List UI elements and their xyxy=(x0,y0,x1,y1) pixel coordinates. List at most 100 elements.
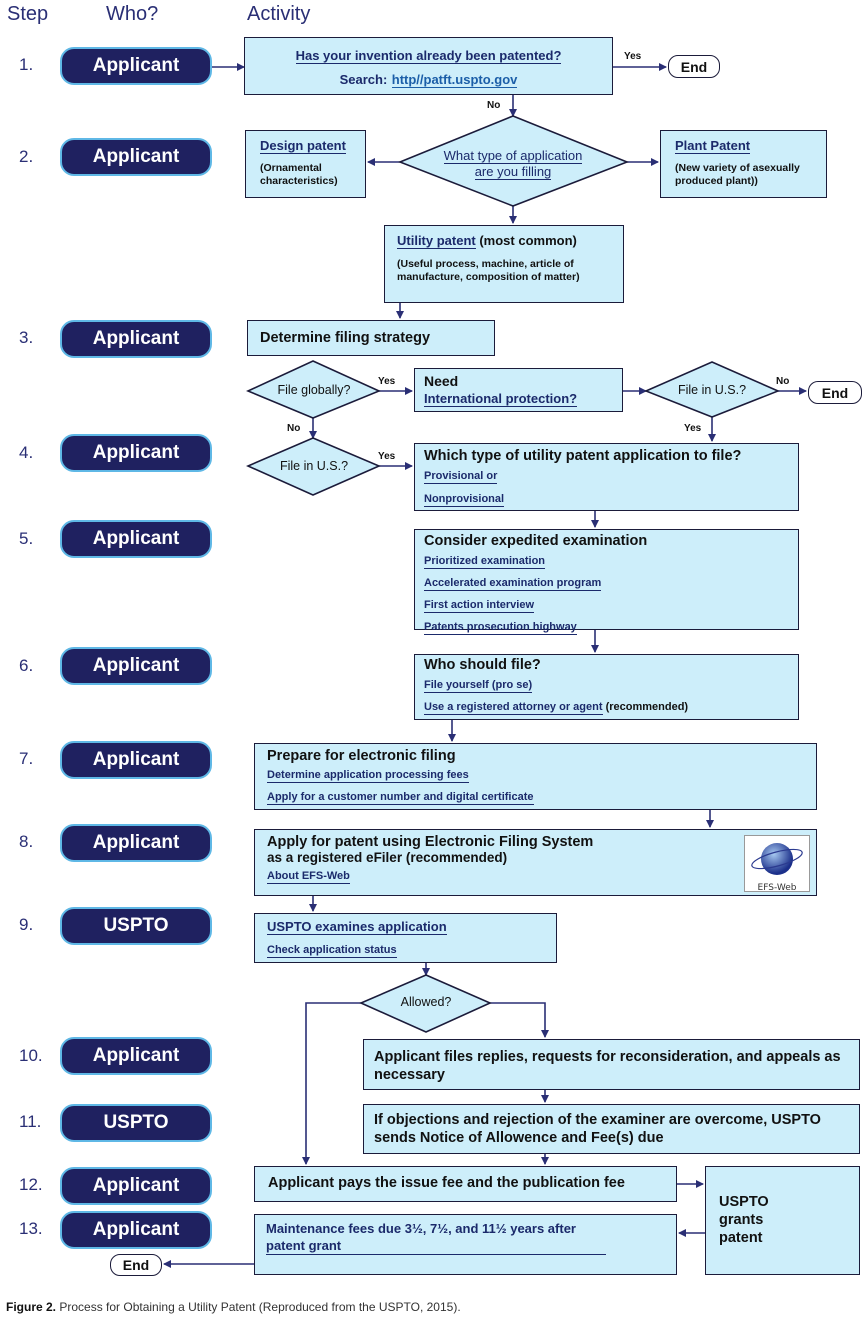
search-label: Search: xyxy=(339,72,388,87)
allowance-text: If objections and rejection of the exami… xyxy=(374,1112,821,1146)
who-pill: Applicant xyxy=(60,741,212,779)
invention-question: Has your invention already been patented… xyxy=(295,48,562,64)
utility-type-box: Which type of utility patent application… xyxy=(414,443,799,511)
replies-text: Applicant files replies, requests for re… xyxy=(374,1049,841,1083)
yes-label: Yes xyxy=(624,51,642,62)
design-patent-link[interactable]: Design patent xyxy=(260,138,346,154)
utility-desc: (Useful process, machine, article of man… xyxy=(397,258,580,283)
pph-link[interactable]: Patents prosecution highway xyxy=(424,621,577,635)
design-patent-box: Design patent (Ornamental characteristic… xyxy=(245,130,366,198)
allowance-box: If objections and rejection of the exami… xyxy=(363,1104,860,1154)
intl-protection-link[interactable]: International protection? xyxy=(424,391,578,407)
type-question: What type of application are you filling xyxy=(443,148,583,180)
attorney-link[interactable]: Use a registered attorney or agent xyxy=(424,701,603,715)
status-link[interactable]: Check application status xyxy=(267,944,397,958)
no-label: No xyxy=(287,423,301,434)
accelerated-link[interactable]: Accelerated examination program xyxy=(424,577,602,591)
step-number: 10. xyxy=(19,1046,43,1065)
search-link[interactable]: http//patft.uspto.gov xyxy=(391,72,518,88)
prioritized-link[interactable]: Prioritized examination xyxy=(424,555,546,569)
yes-label: Yes xyxy=(378,376,396,387)
file-yourself-link[interactable]: File yourself (pro se) xyxy=(424,679,533,693)
end-node: End xyxy=(110,1254,162,1276)
grant-box: USPTO grants patent xyxy=(705,1166,860,1275)
customer-number-link[interactable]: Apply for a customer number and digital … xyxy=(267,791,534,805)
type-diamond xyxy=(397,115,630,207)
efs-web-logo[interactable]: EFS-Web xyxy=(744,835,810,893)
apply-line2: as a registered eFiler (recommended) xyxy=(267,850,508,865)
issue-fee-text: Applicant pays the issue fee and the pub… xyxy=(268,1175,625,1191)
global-question: File globally? xyxy=(277,383,351,397)
examines-box: USPTO examines application Check applica… xyxy=(254,913,557,963)
fees-link[interactable]: Determine application processing fees xyxy=(267,769,469,783)
allowed-question: Allowed? xyxy=(400,995,452,1009)
expedited-title: Consider expedited examination xyxy=(424,533,648,549)
globe-icon xyxy=(751,843,803,875)
replies-box: Applicant files replies, requests for re… xyxy=(363,1039,860,1090)
apply-box: Apply for patent using Electronic Filing… xyxy=(254,829,817,896)
efs-web-link[interactable]: About EFS-Web xyxy=(267,870,350,884)
design-desc: (Ornamental characteristics) xyxy=(260,162,338,187)
who-pill: USPTO xyxy=(60,907,212,945)
who-pill: Applicant xyxy=(60,138,212,176)
yes-label: Yes xyxy=(684,423,702,434)
expedited-box: Consider expedited examination Prioritiz… xyxy=(414,529,799,635)
prepare-title: Prepare for electronic filing xyxy=(267,748,456,764)
step-number: 1. xyxy=(19,55,34,74)
who-pill: Applicant xyxy=(60,434,212,472)
who-pill: Applicant xyxy=(60,520,212,558)
step-number: 2. xyxy=(19,147,34,166)
step-number: 13. xyxy=(19,1219,43,1238)
us-diamond-3 xyxy=(643,361,781,418)
who-pill: USPTO xyxy=(60,1104,212,1142)
who-file-box: Who should file? File yourself (pro se) … xyxy=(414,654,799,720)
apply-line1: Apply for patent using Electronic Filing… xyxy=(267,834,594,850)
prepare-box: Prepare for electronic filing Determine … xyxy=(254,743,817,810)
header-activity: Activity xyxy=(247,3,311,25)
yes-label: Yes xyxy=(378,451,396,462)
maintenance-box: Maintenance fees due 3½, 7½, and 11½ yea… xyxy=(254,1214,677,1275)
no-label: No xyxy=(487,100,501,111)
figure-caption: Figure 2. Process for Obtaining a Utilit… xyxy=(6,1300,461,1314)
provisional-link[interactable]: Provisional or xyxy=(424,470,498,484)
end-node: End xyxy=(668,55,720,78)
who-pill: Applicant xyxy=(60,824,212,862)
examines-link[interactable]: USPTO examines application xyxy=(267,919,447,935)
plant-patent-link[interactable]: Plant Patent xyxy=(675,138,751,154)
who-pill: Applicant xyxy=(60,1037,212,1075)
who-pill: Applicant xyxy=(60,47,212,85)
end-node: End xyxy=(808,381,862,404)
step-number: 3. xyxy=(19,328,34,347)
filing-strategy-box: Determine filing strategy xyxy=(247,320,495,356)
no-label: No xyxy=(776,376,790,387)
who-pill: Applicant xyxy=(60,320,212,358)
utility-type-title: Which type of utility patent application… xyxy=(424,448,742,464)
step-number: 7. xyxy=(19,749,34,768)
need-label: Need xyxy=(424,373,459,389)
issue-fee-box: Applicant pays the issue fee and the pub… xyxy=(254,1166,677,1202)
who-file-title: Who should file? xyxy=(424,657,541,673)
plant-patent-box: Plant Patent (New variety of asexually p… xyxy=(660,130,827,198)
maintenance-text: Maintenance fees due 3½, 7½, and 11½ yea… xyxy=(266,1220,606,1255)
step-number: 11. xyxy=(19,1112,42,1131)
header-who: Who? xyxy=(106,3,159,25)
step-number: 9. xyxy=(19,915,34,934)
step-number: 5. xyxy=(19,529,34,548)
who-pill: Applicant xyxy=(60,1167,212,1205)
utility-patent-link[interactable]: Utility patent xyxy=(397,233,476,249)
who-pill: Applicant xyxy=(60,647,212,685)
us-diamond-4 xyxy=(246,437,382,496)
step-number: 12. xyxy=(19,1175,43,1194)
step-number: 4. xyxy=(19,443,34,462)
nonprovisional-link[interactable]: Nonprovisional xyxy=(424,493,505,507)
header-step: Step xyxy=(7,3,49,25)
step1-box: Has your invention already been patented… xyxy=(244,37,613,95)
who-pill: Applicant xyxy=(60,1211,212,1249)
allowed-diamond xyxy=(359,974,492,1033)
step-number: 6. xyxy=(19,656,34,675)
plant-desc: (New variety of asexually produced plant… xyxy=(675,162,800,187)
step-number: 8. xyxy=(19,832,34,851)
first-action-link[interactable]: First action interview xyxy=(424,599,535,613)
efs-logo-text: EFS-Web xyxy=(757,883,797,893)
